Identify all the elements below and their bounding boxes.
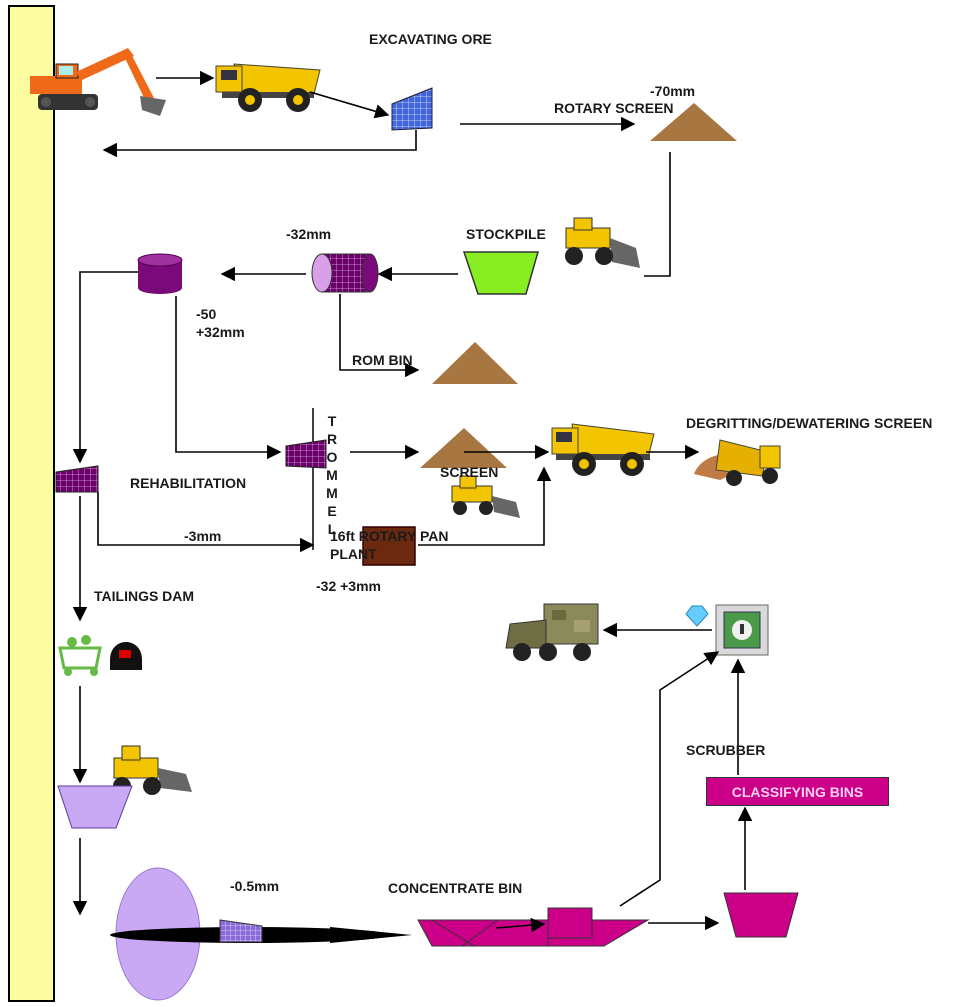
rotary-pan	[362, 526, 416, 566]
scrubber-label: SCRUBBER	[686, 742, 766, 758]
rom-bin-label: ROM BIN	[352, 352, 413, 368]
rehab-screen	[55, 465, 99, 493]
excavating-ore-label: EXCAVATING ORE	[369, 31, 492, 47]
plus-32mm-label: +32mm	[196, 324, 245, 340]
rotary-screen-pile	[650, 103, 737, 141]
stockpile-hopper	[462, 251, 539, 295]
screen-loader-icon	[451, 475, 520, 518]
excavator-icon	[30, 48, 166, 116]
grizzly-screen	[391, 87, 433, 131]
dump-truck-icon	[215, 63, 321, 112]
tailings-loader-icon	[113, 745, 192, 795]
rom-bin-pile	[432, 342, 518, 384]
safe-icon	[715, 604, 769, 656]
minus-70mm-label: -70mm	[650, 83, 696, 99]
minus-3mm-label: -3mm	[184, 528, 222, 544]
tailings-dam-label: TAILINGS DAM	[94, 588, 195, 604]
lavender-hopper	[57, 785, 133, 829]
transport-truck-icon	[505, 603, 599, 661]
minus-05mm-label: -0.5mm	[230, 878, 280, 894]
diamond-icon	[685, 605, 709, 627]
slurry-tip	[330, 927, 412, 943]
trommel-label: TROMMEL	[325, 412, 341, 538]
trommel-screen	[285, 439, 327, 469]
screen-pile	[420, 428, 507, 468]
rehabilitation-label: REHABILITATION	[130, 475, 247, 491]
scrubber-hopper	[723, 892, 799, 938]
minus-32-plus-3mm-label: -32 +3mm	[316, 578, 381, 594]
rotary-pan-label: 16ft ROTARY PAN	[330, 528, 449, 544]
rotary-screen-label: ROTARY SCREEN	[554, 100, 674, 116]
stockpile-label: STOCKPILE	[466, 226, 546, 242]
side-column	[8, 5, 55, 1002]
plant-label: PLANT	[330, 546, 377, 562]
minus-50-label: -50	[196, 306, 217, 322]
screen-label: SCREEN	[440, 464, 499, 480]
degritting-truck-icon	[694, 439, 781, 486]
flow-arrows	[72, 70, 753, 933]
concentrate-bin	[417, 907, 650, 947]
tailings-cart-icon	[58, 635, 102, 676]
concentrate-bin-label: CONCENTRATE BIN	[388, 880, 523, 896]
trommel-label-text: TROMMEL	[326, 413, 338, 537]
degritting-label: DEGRITTING/DEWATERING SCREEN	[686, 415, 933, 431]
dump-truck-2-icon	[551, 423, 655, 476]
trommel-drum	[311, 253, 379, 293]
helmet-icon	[110, 642, 142, 670]
purple-bin	[137, 253, 183, 294]
classifying-bins-box: CLASSIFYING BINS	[706, 777, 889, 806]
minus-32mm-label: -32mm	[286, 226, 332, 242]
loader-icon	[565, 217, 640, 268]
fine-screen	[219, 919, 263, 943]
